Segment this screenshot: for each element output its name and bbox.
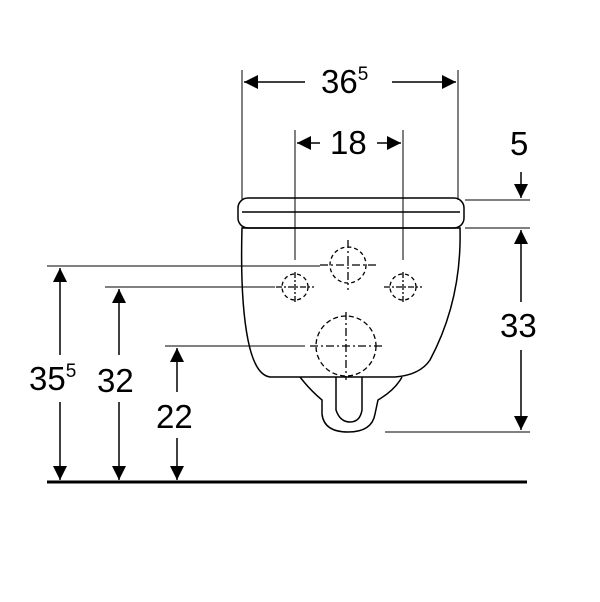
bowl-outline [240, 227, 461, 378]
extension-lines [47, 70, 530, 433]
trap-inner [335, 377, 363, 423]
trap-outline [299, 376, 403, 433]
seat-5-label: 5 [510, 125, 528, 162]
height-35-label: 355 [29, 360, 76, 397]
dimension-arrows [53, 75, 528, 480]
fixing-points [276, 240, 422, 380]
seat-lid [237, 197, 465, 229]
height-32-label: 32 [97, 362, 134, 399]
height-22-label: 22 [156, 398, 193, 435]
width-36-label: 365 [321, 63, 368, 100]
spacing-18-label: 18 [330, 124, 367, 161]
height-33-label: 33 [500, 307, 537, 344]
toilet-outline [237, 197, 465, 433]
